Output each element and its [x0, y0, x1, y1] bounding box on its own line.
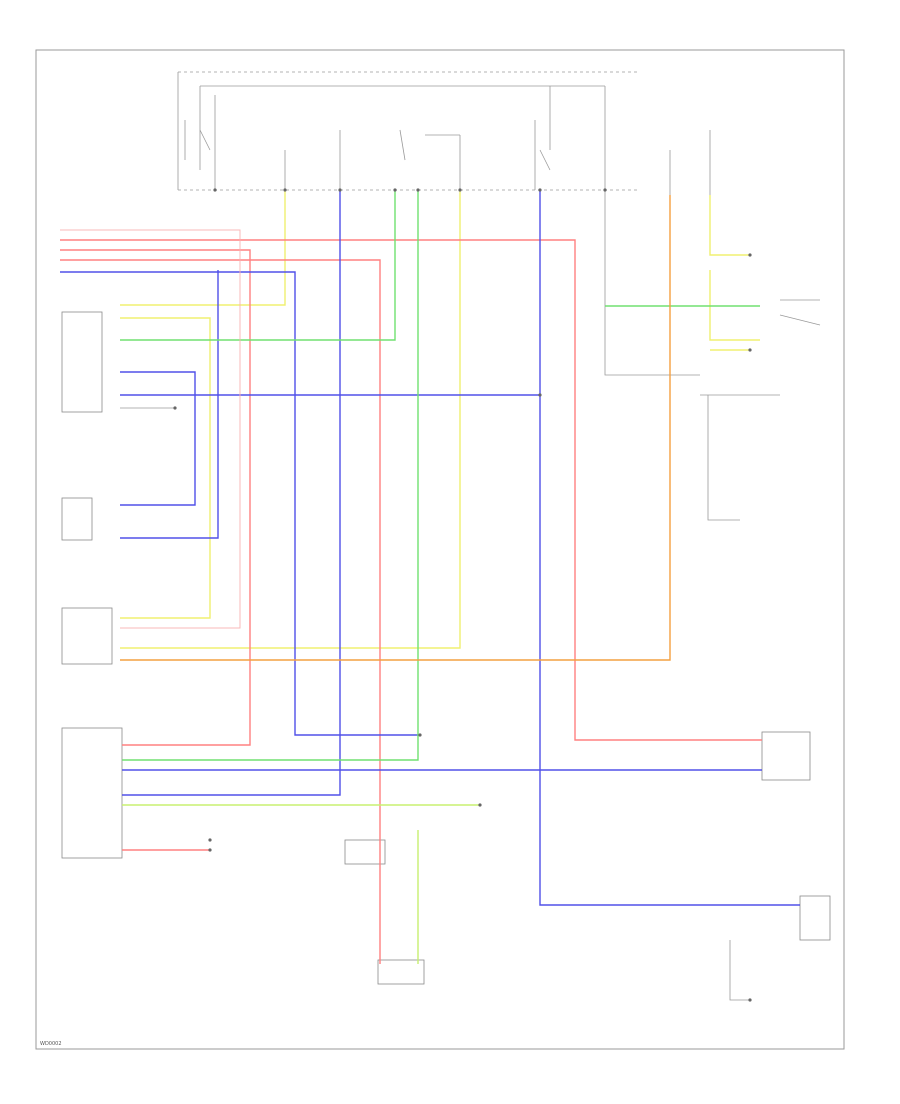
- starter-relay-symbol: [534, 86, 551, 190]
- ignition-switch-symbol: [284, 129, 461, 190]
- ac-compressor-clutch-relay-box: [761, 731, 811, 781]
- diagram-border: [35, 49, 845, 1050]
- powertrain-control-module-box: [61, 727, 123, 859]
- wire-yel-blk: [709, 195, 750, 256]
- horn-relay-symbol: [184, 86, 216, 190]
- wire-pnk: [60, 229, 241, 629]
- wire-yel: [120, 190, 461, 649]
- condenser-fan-motor-box: [799, 895, 831, 941]
- fan-control-relay-box: [61, 311, 103, 413]
- wire-blu-fan: [539, 190, 800, 906]
- ac-compressor-clutch-box: [377, 959, 425, 985]
- wire-yel-wht: [120, 190, 286, 306]
- fan-control-relay-lower-box: [344, 839, 386, 865]
- ac-diode-box: [61, 607, 113, 665]
- wire-red-upper: [60, 239, 762, 741]
- under-dash-fuse-symbol: [669, 130, 711, 195]
- wire-blu: [122, 190, 341, 796]
- wire-red-compressor: [60, 259, 381, 964]
- wire-yel-wht-diode: [120, 317, 211, 619]
- wire-blu-yel: [120, 270, 219, 539]
- wire-red-ctrl: [60, 249, 251, 746]
- wire-orn-blk: [120, 195, 671, 661]
- wire-blu-red: [120, 371, 196, 506]
- ac-pressure-switch-box: [61, 497, 93, 541]
- diagram-code: WD0002: [40, 1041, 62, 1047]
- wire-grn-pcm: [122, 190, 419, 761]
- wire-grn-upper: [120, 190, 396, 341]
- gray-ground-wires: [120, 190, 821, 1001]
- wire-blu-blk: [60, 271, 420, 736]
- splice-dots: [173, 188, 752, 1002]
- wire-yel-blk-2: [709, 270, 760, 341]
